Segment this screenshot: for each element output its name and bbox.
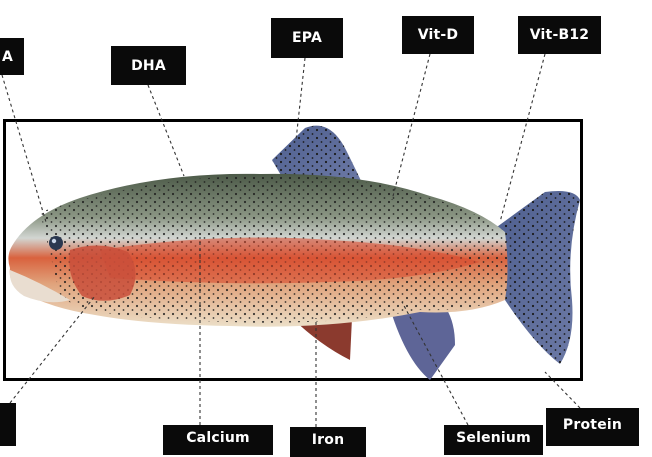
label-a: A xyxy=(0,38,24,75)
label-iron: Iron xyxy=(290,427,366,457)
nutrient-diagram: A DHA EPA Vit-D Vit-B12 Calcium Iron Sel… xyxy=(0,0,652,446)
label-calcium: Calcium xyxy=(163,425,273,455)
label-bottom-left xyxy=(0,403,16,446)
fish-illustration xyxy=(0,0,652,446)
label-vit-d: Vit-D xyxy=(402,16,474,54)
label-selenium: Selenium xyxy=(444,425,543,455)
fish-eye xyxy=(49,236,63,250)
label-dha: DHA xyxy=(111,46,186,85)
label-vit-b12: Vit-B12 xyxy=(518,16,601,54)
label-protein: Protein xyxy=(546,408,639,446)
label-epa: EPA xyxy=(271,18,343,58)
